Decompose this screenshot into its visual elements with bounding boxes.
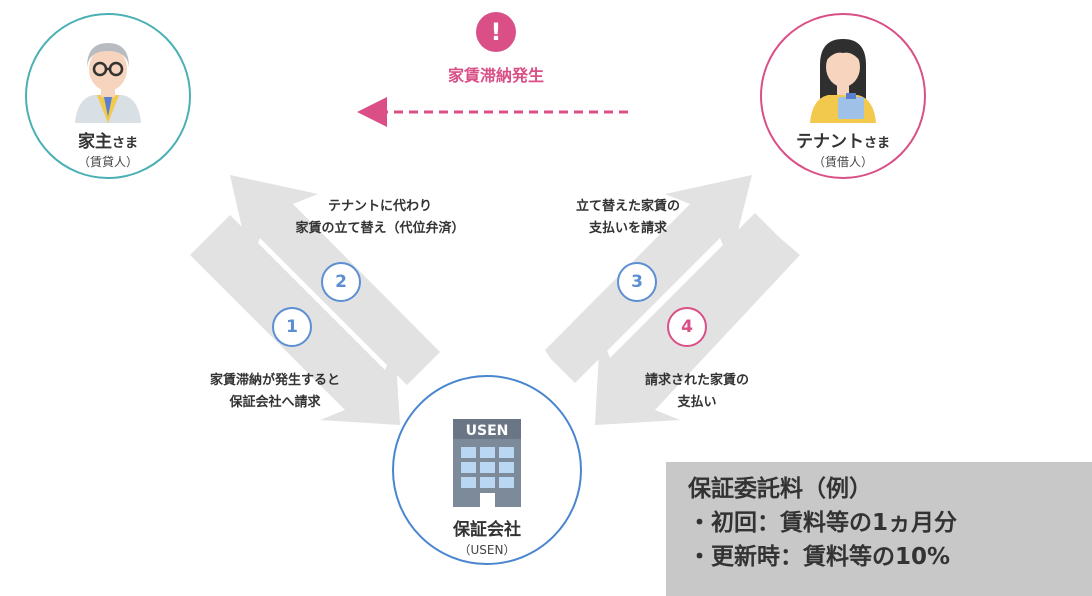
landlord-suffix: さま [111, 136, 138, 151]
step4-number: 4 [667, 307, 707, 347]
step2-label: テナントに代わり 家賃の立て替え（代位弁済） [295, 199, 465, 236]
building-logo: USEN [466, 423, 509, 439]
tenant-avatar-icon [810, 39, 876, 123]
tenant-node: テナントさま （賃借人） [760, 13, 926, 179]
guarantor-name: 保証会社 [453, 520, 521, 540]
step3-label: 立て替えた家賃の 支払いを請求 [575, 199, 680, 236]
step1-number: 1 [272, 307, 312, 347]
landlord-node: 家主さま （賃貸人） [25, 13, 191, 179]
guarantor-node: USEN 保証会社 （USEN） [392, 375, 582, 565]
fee-title: 保証委託料（例） [688, 476, 872, 502]
alert-label: 家賃滞納発生 [447, 66, 544, 85]
alert-icon: ! [476, 12, 516, 52]
landlord-role: （賃貸人） [77, 155, 138, 169]
tenant-name: テナント [795, 132, 864, 152]
fee-example-box: 保証委託料（例） ・初回：賃料等の1ヵ月分 ・更新時：賃料等の10% [666, 462, 1092, 596]
tenant-role: （賃借人） [812, 155, 873, 169]
guarantor-role: （USEN） [458, 543, 516, 557]
step1-label: 家賃滞納が発生すると 保証会社へ請求 [209, 373, 340, 410]
landlord-avatar-icon [75, 43, 141, 123]
landlord-name: 家主 [77, 132, 112, 152]
building-icon: USEN [453, 419, 521, 507]
fee-line-initial: ・初回：賃料等の1ヵ月分 [688, 510, 958, 536]
fee-line-renewal: ・更新時：賃料等の10% [688, 544, 951, 570]
step4-label: 請求された家賃の 支払い [644, 373, 749, 410]
tenant-suffix: さま [863, 136, 890, 151]
step3-number: 3 [617, 262, 657, 302]
step2-number: 2 [321, 262, 361, 302]
